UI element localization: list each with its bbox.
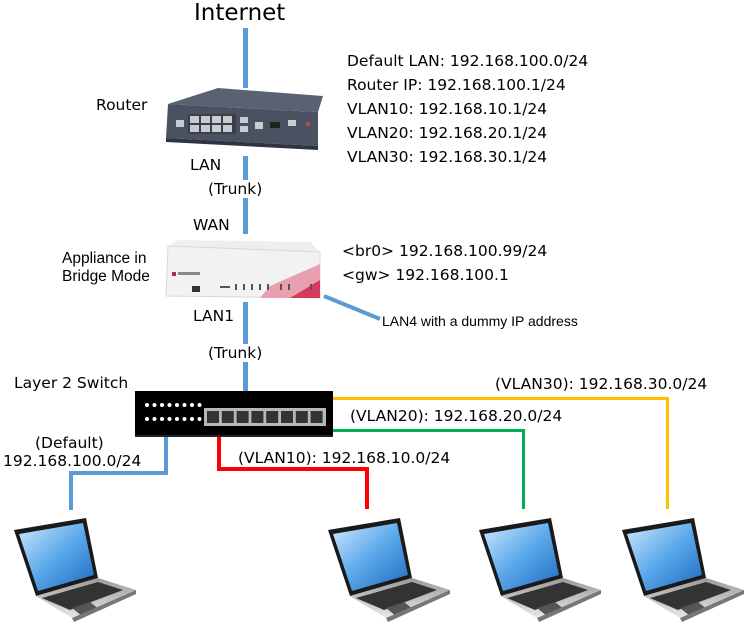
switch-port xyxy=(251,411,264,423)
switch-led xyxy=(145,403,149,407)
default-line-h xyxy=(69,471,168,475)
switch-led xyxy=(175,417,179,421)
vlan20-line-v xyxy=(522,429,525,509)
vlan20-line-h xyxy=(333,429,525,432)
switch-led xyxy=(167,403,172,407)
switch-led xyxy=(160,403,164,407)
lan4-connector-line xyxy=(323,294,381,321)
switch-led xyxy=(182,417,187,421)
switch-led xyxy=(182,403,187,407)
vlan10-line-h xyxy=(217,467,369,471)
router-label: Router xyxy=(96,96,148,114)
appliance-label-line1: Appliance in xyxy=(62,250,147,267)
laptop-icon-vlan10 xyxy=(328,518,450,622)
trunk-label-lower: (Trunk) xyxy=(206,344,265,362)
switch-icon xyxy=(135,391,333,437)
laptop-icon-default xyxy=(14,518,136,622)
vlan30-segment-label: (VLAN30): 192.168.30.0/24 xyxy=(495,375,708,393)
switch-led xyxy=(190,403,194,407)
appliance-icon xyxy=(165,240,321,299)
appliance-label-line2: Bridge Mode xyxy=(62,268,150,285)
switch-port xyxy=(221,411,234,423)
vlan30-line-h xyxy=(333,397,669,400)
default-segment-label-line1: (Default) xyxy=(35,434,104,452)
vlan10-line-v2 xyxy=(365,467,369,509)
default-line-v1 xyxy=(164,436,168,474)
router-info-vlan30: VLAN30: 192.168.30.1/24 xyxy=(347,148,548,166)
switch-port xyxy=(295,411,308,423)
lan4-note: LAN4 with a dummy IP address xyxy=(382,313,578,329)
internet-label: Internet xyxy=(194,0,286,26)
vlan10-line-v1 xyxy=(217,436,221,471)
router-info-router-ip: Router IP: 192.168.100.1/24 xyxy=(347,76,566,94)
switch-port xyxy=(281,411,293,423)
default-line-v2 xyxy=(69,471,73,510)
switch-led xyxy=(160,417,164,421)
trunk-label-upper: (Trunk) xyxy=(206,180,265,198)
switch-port xyxy=(207,411,219,423)
switch-label: Layer 2 Switch xyxy=(14,374,129,392)
switch-led xyxy=(190,417,194,421)
switch-led xyxy=(167,417,172,421)
laptop-icon-vlan30 xyxy=(622,518,744,622)
switch-led xyxy=(152,403,157,407)
switch-led xyxy=(152,417,157,421)
switch-port xyxy=(310,411,323,423)
switch-port xyxy=(266,411,279,423)
default-segment-label-line2: 192.168.100.0/24 xyxy=(3,452,142,470)
switch-led xyxy=(197,417,202,421)
appliance-gw: <gw> 192.168.100.1 xyxy=(342,266,509,284)
switch-led xyxy=(145,417,149,421)
switch-port xyxy=(236,411,249,423)
laptop-icon-vlan20 xyxy=(479,518,601,622)
appliance-wan-label: WAN xyxy=(193,216,230,234)
vlan20-segment-label: (VLAN20): 192.168.20.0/24 xyxy=(350,407,563,425)
internet-uplink xyxy=(243,28,248,88)
appliance-lan1-label: LAN1 xyxy=(193,307,235,325)
router-icon xyxy=(166,88,323,150)
router-info-vlan10: VLAN10: 192.168.10.1/24 xyxy=(347,100,548,118)
vlan30-line-v xyxy=(666,397,669,509)
router-lan-label: LAN xyxy=(190,156,222,174)
router-info-default-lan: Default LAN: 192.168.100.0/24 xyxy=(347,52,589,70)
vlan10-segment-label: (VLAN10): 192.168.10.0/24 xyxy=(238,449,451,467)
switch-led xyxy=(175,403,179,407)
router-info-vlan20: VLAN20: 192.168.20.1/24 xyxy=(347,124,548,142)
appliance-br0: <br0> 192.168.100.99/24 xyxy=(342,242,548,260)
switch-led xyxy=(197,403,202,407)
